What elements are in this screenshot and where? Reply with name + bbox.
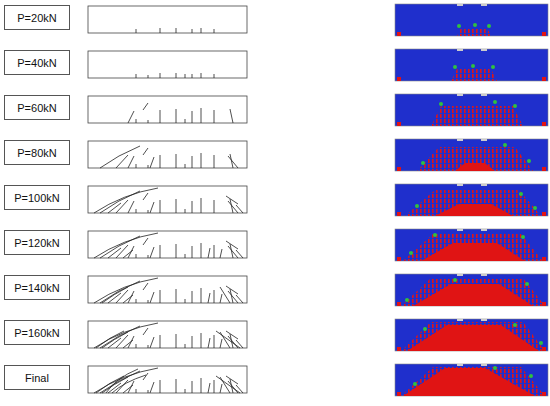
load-label-box: P=120kN bbox=[4, 230, 70, 255]
load-label: P=140kN bbox=[14, 282, 60, 294]
load-label-box: P=140kN bbox=[4, 275, 70, 300]
load-label-box: Final bbox=[4, 365, 70, 390]
load-label: P=20kN bbox=[17, 12, 56, 24]
load-label-box: P=160kN bbox=[4, 320, 70, 345]
load-label-box: P=20kN bbox=[4, 5, 70, 30]
load-label: P=40kN bbox=[17, 57, 56, 69]
load-label-box: P=80kN bbox=[4, 140, 70, 165]
load-label: P=60kN bbox=[17, 102, 56, 114]
load-label: P=120kN bbox=[14, 237, 60, 249]
load-label: Final bbox=[25, 372, 49, 384]
load-label: P=100kN bbox=[14, 192, 60, 204]
load-label-box: P=60kN bbox=[4, 95, 70, 120]
load-label: P=160kN bbox=[14, 327, 60, 339]
load-label-box: P=100kN bbox=[4, 185, 70, 210]
load-label: P=80kN bbox=[17, 147, 56, 159]
load-label-box: P=40kN bbox=[4, 50, 70, 75]
